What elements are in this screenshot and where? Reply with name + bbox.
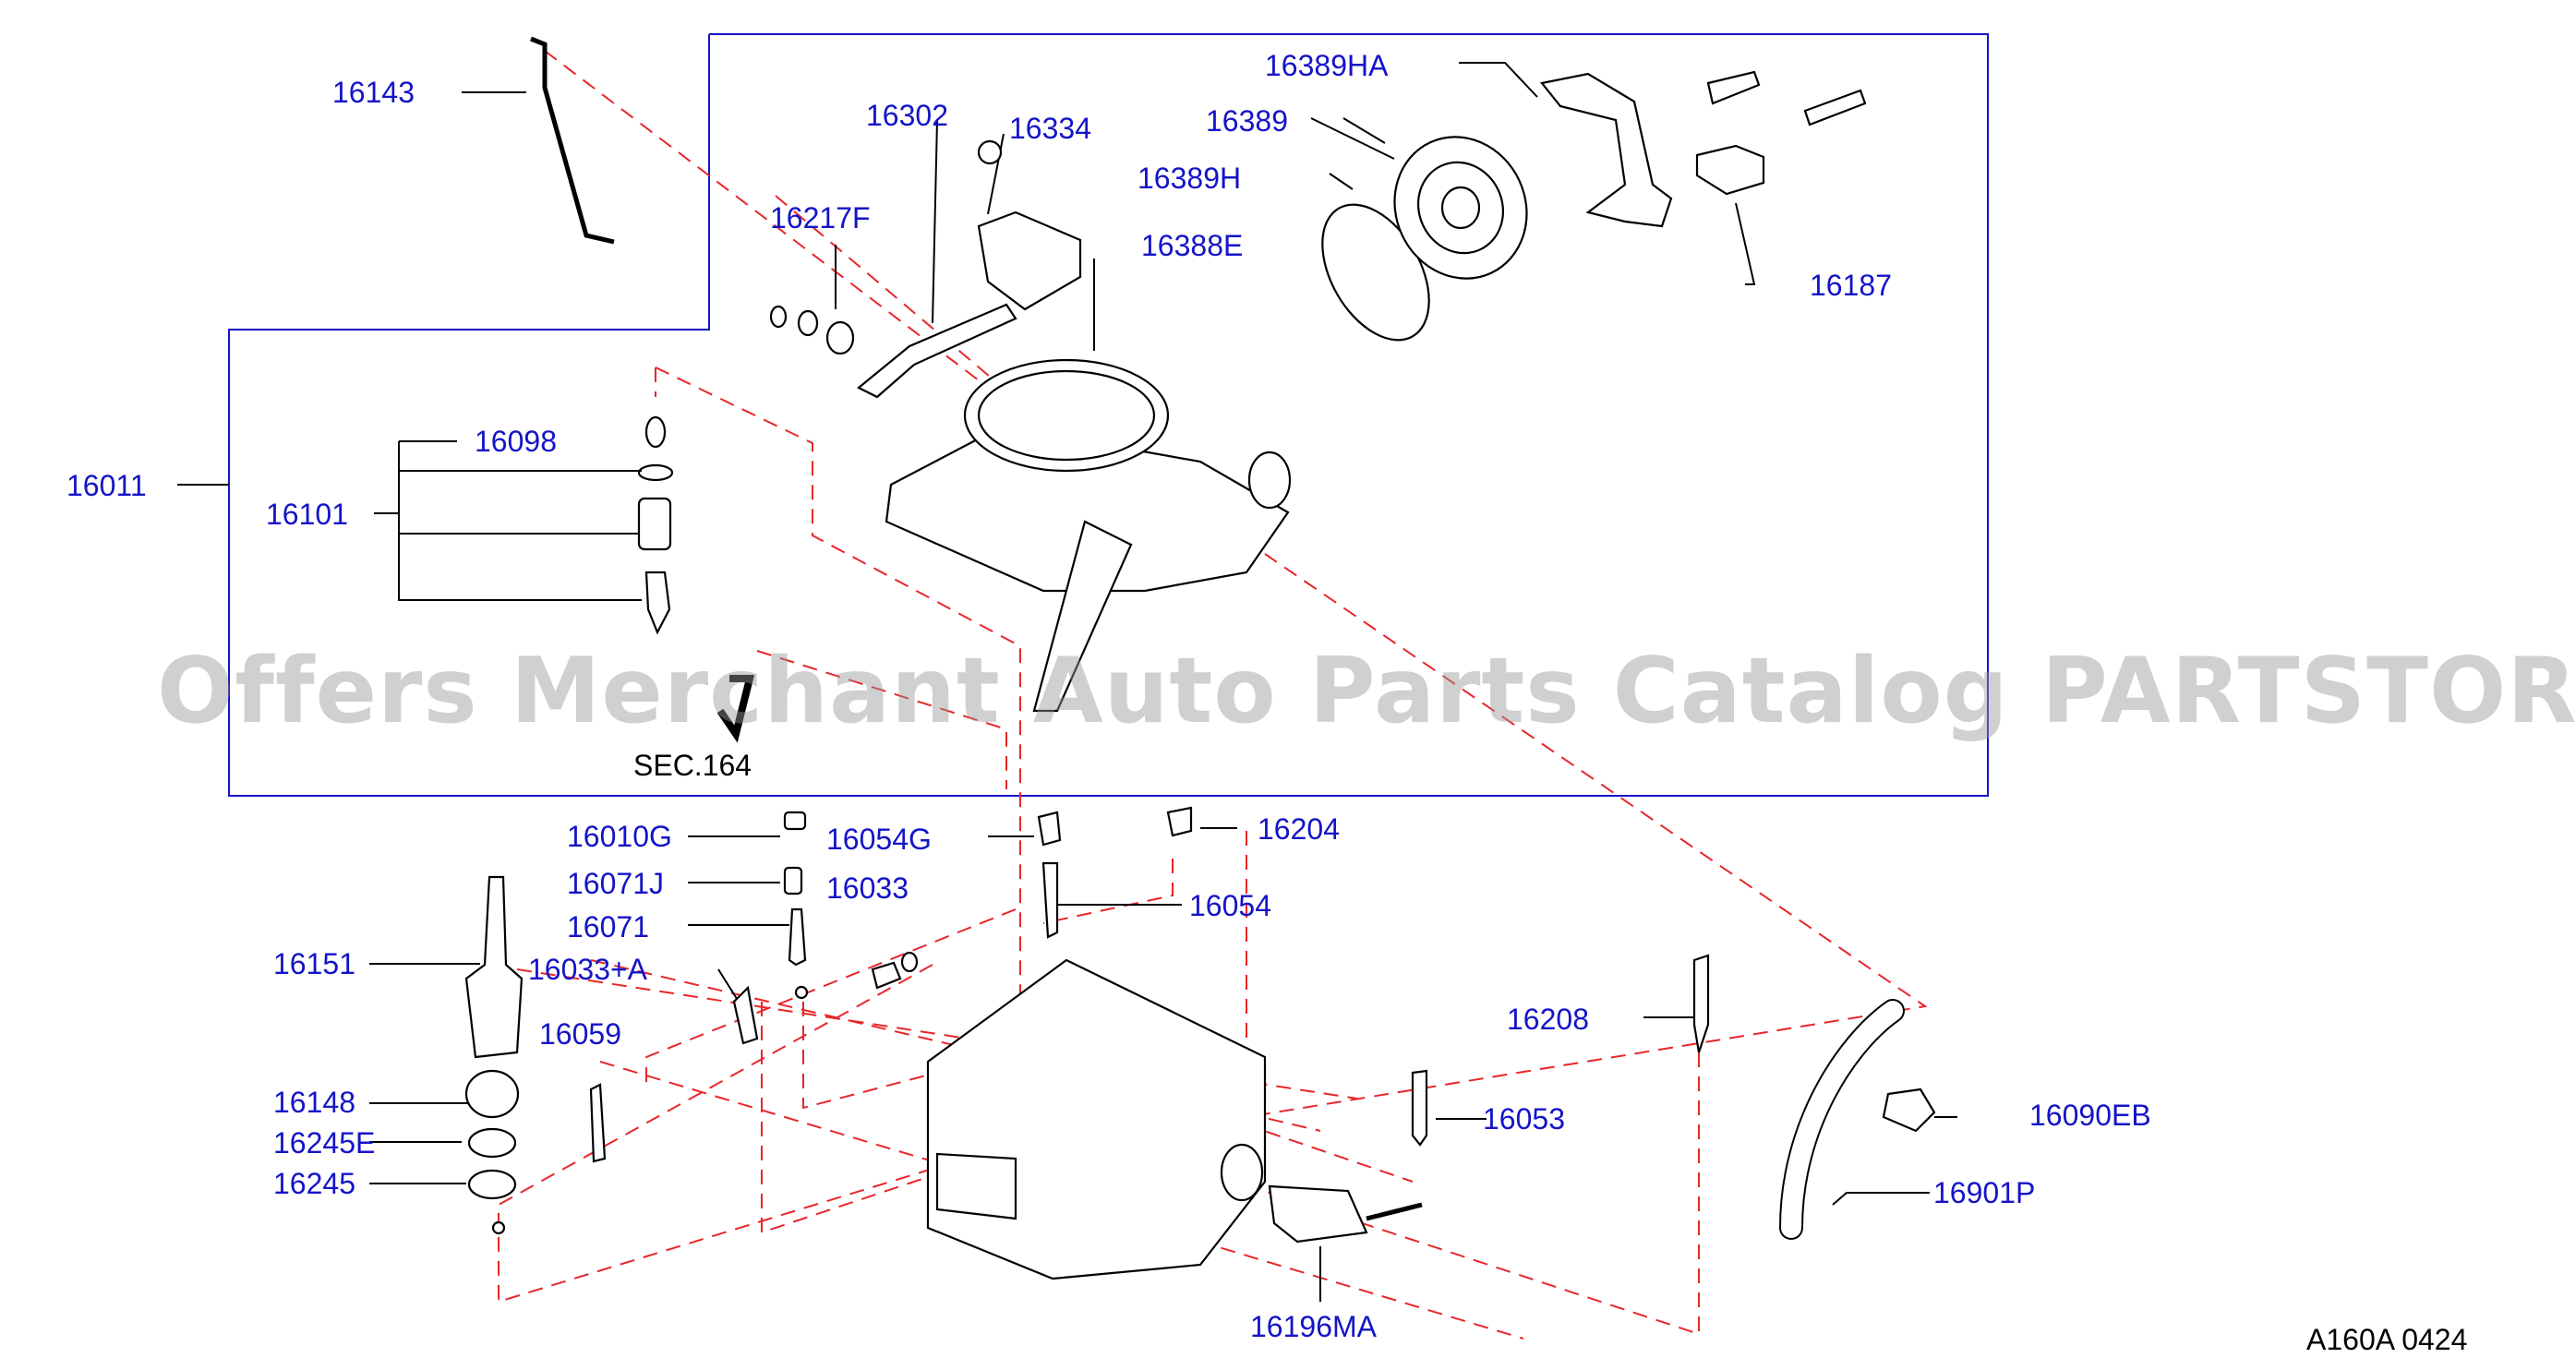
label-16071J: 16071J	[567, 867, 664, 900]
sec164-symbol	[716, 675, 755, 743]
frame-outline	[228, 33, 1989, 797]
label-16033: 16033	[826, 871, 909, 905]
leader-lines	[177, 62, 1957, 1302]
label-16388E: 16388E	[1141, 229, 1244, 262]
label-16302: 16302	[866, 99, 948, 132]
label-16208: 16208	[1507, 1003, 1589, 1036]
label-16187: 16187	[1810, 269, 1892, 302]
label-16101: 16101	[266, 498, 348, 531]
label-16151: 16151	[273, 947, 355, 980]
label-16245E: 16245E	[273, 1126, 376, 1160]
watermark: Offers Merchant Auto Parts Catalog PARTS…	[157, 639, 2576, 744]
label-16054G: 16054G	[826, 823, 932, 856]
rod-16143	[530, 36, 615, 245]
label-16389: 16389	[1206, 104, 1288, 138]
label-16245: 16245	[273, 1167, 355, 1200]
label-sec164: SEC.164	[633, 749, 752, 782]
label-16334: 16334	[1009, 112, 1091, 145]
diagram-code: A160A 0424	[2306, 1323, 2468, 1356]
label-16217F: 16217F	[770, 201, 871, 234]
label-16389HA: 16389HA	[1265, 49, 1389, 82]
carburetor-body	[926, 958, 1267, 1280]
label-16010G: 16010G	[567, 820, 672, 853]
label-16033A: 16033+A	[528, 953, 648, 986]
shaft-16151	[464, 875, 524, 1059]
label-16148: 16148	[273, 1086, 355, 1119]
parts-art	[464, 36, 1936, 1280]
label-16090EB: 16090EB	[2029, 1099, 2151, 1132]
label-16143: 16143	[332, 76, 415, 109]
label-16011: 16011	[66, 469, 147, 502]
label-16901P: 16901P	[1933, 1176, 2036, 1209]
label-16389H: 16389H	[1138, 162, 1242, 195]
label-16054: 16054	[1189, 889, 1271, 922]
label-16204: 16204	[1258, 812, 1340, 846]
label-16071: 16071	[567, 910, 649, 943]
label-16053: 16053	[1483, 1102, 1565, 1136]
label-16196MA: 16196MA	[1250, 1310, 1377, 1343]
label-16098: 16098	[475, 425, 557, 458]
bracket-16334	[977, 210, 1082, 311]
label-16059: 16059	[539, 1017, 621, 1051]
bracket-16389HA	[1540, 72, 1673, 228]
lever-16302	[856, 303, 1017, 399]
